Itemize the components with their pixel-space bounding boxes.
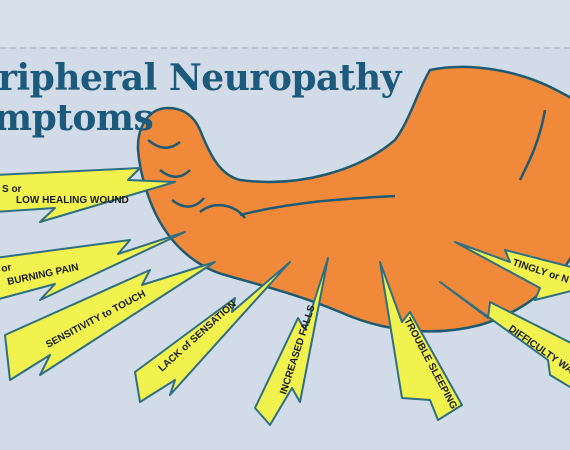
title-line-2: mptoms bbox=[0, 97, 154, 139]
symptom-bolts bbox=[0, 167, 570, 426]
toe-line bbox=[171, 197, 205, 208]
page-title: ripheral Neuropathy mptoms bbox=[0, 57, 402, 139]
toe-line bbox=[159, 169, 191, 178]
bolt-sores bbox=[0, 167, 176, 223]
bolt-sensitivity bbox=[4, 261, 216, 381]
sole-line bbox=[239, 194, 396, 217]
bolt-lack bbox=[134, 261, 291, 403]
title-line-1: ripheral Neuropathy bbox=[0, 57, 402, 99]
top-band bbox=[0, 0, 570, 47]
heel-line bbox=[518, 109, 547, 181]
bolt-tingly bbox=[454, 241, 570, 301]
dashed-divider bbox=[0, 47, 570, 49]
foot-illustration bbox=[136, 65, 570, 333]
symptom-text: S or bbox=[2, 184, 22, 195]
toe-line bbox=[147, 139, 181, 149]
bolt-sleeping bbox=[379, 261, 463, 421]
symptom-text: LOW HEALING WOUND bbox=[16, 195, 129, 206]
bolt-burning bbox=[0, 231, 186, 301]
symptom-text: or bbox=[0, 262, 12, 275]
bolt-difficulty bbox=[439, 281, 570, 389]
bolt-falls bbox=[254, 257, 329, 426]
